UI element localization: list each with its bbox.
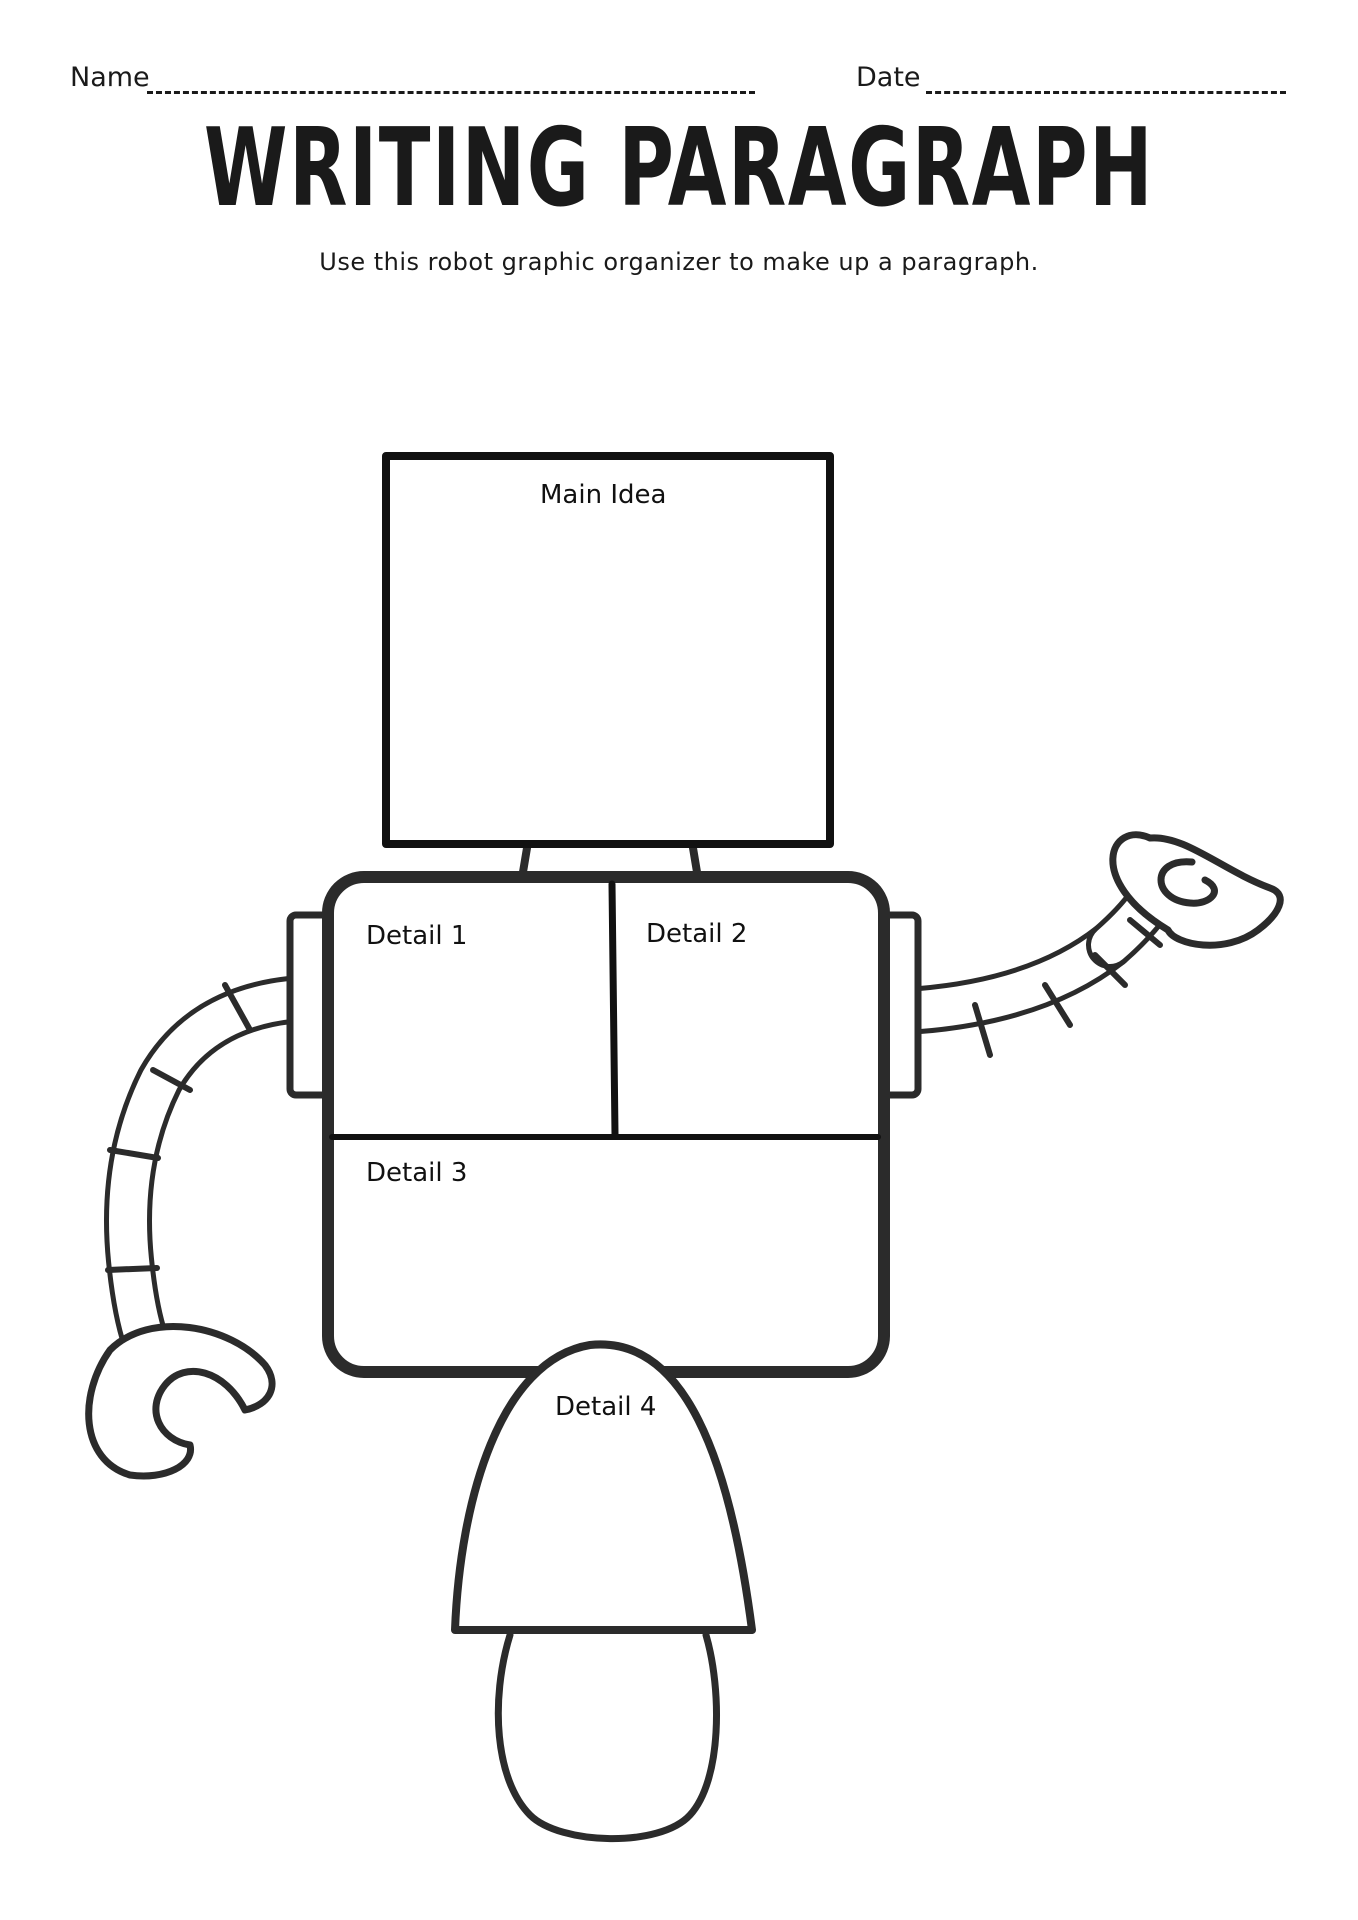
main-idea-box[interactable] (382, 452, 834, 848)
detail-1-label: Detail 1 (366, 921, 467, 951)
left-arm (104, 976, 314, 1364)
name-label: Name (70, 62, 150, 93)
right-claw (1109, 831, 1284, 949)
date-field[interactable] (926, 91, 1286, 94)
leg-base (494, 1631, 720, 1843)
detail-2-box[interactable] (620, 886, 878, 1132)
page-title: WRITING PARAGRAPH (203, 106, 1155, 231)
body-divider-vertical (608, 880, 619, 1138)
detail-4-label: Detail 4 (555, 1392, 656, 1422)
right-arm (896, 856, 1186, 1058)
detail-3-box[interactable] (336, 1142, 878, 1364)
left-claw (85, 1323, 276, 1480)
date-label: Date (856, 62, 921, 93)
main-idea-label: Main Idea (540, 480, 666, 510)
detail-4-dome[interactable] (451, 1340, 756, 1634)
page-subtitle: Use this robot graphic organizer to make… (319, 248, 1039, 276)
detail-3-label: Detail 3 (366, 1158, 467, 1188)
detail-1-box[interactable] (336, 886, 608, 1132)
name-field[interactable] (147, 91, 755, 94)
detail-2-label: Detail 2 (646, 919, 747, 949)
